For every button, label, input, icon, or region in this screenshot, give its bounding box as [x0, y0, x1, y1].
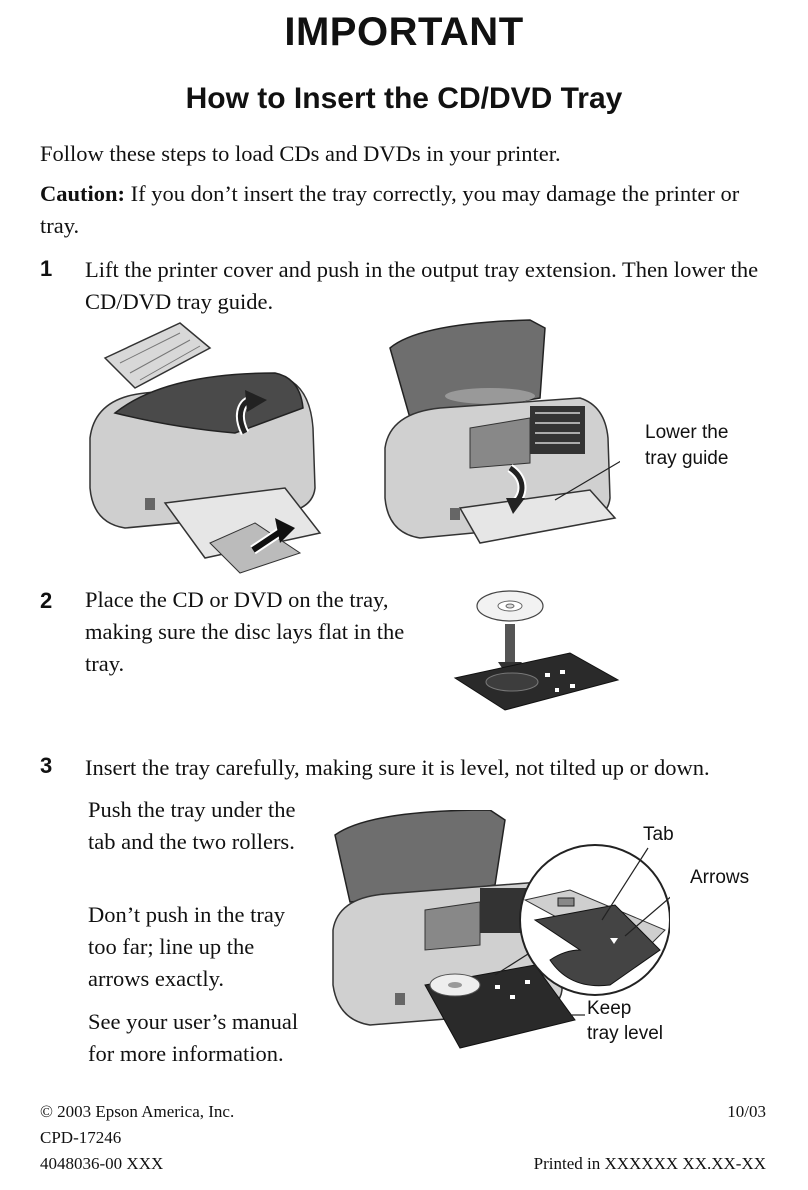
callout-tray-guide-line1: Lower the: [645, 422, 729, 443]
page-title: IMPORTANT: [284, 10, 524, 54]
step-3-number: 3: [40, 753, 53, 778]
footer-date: 10/03: [727, 1102, 766, 1121]
tray-insertion-illustration: [332, 810, 670, 1049]
step-2-number: 2: [40, 588, 53, 613]
printer-tray-guide-illustration: [384, 319, 620, 544]
footer-doc-code: CPD-17246: [40, 1128, 122, 1147]
intro-text: Follow these steps to load CDs and DVDs …: [40, 141, 561, 166]
step-1-text: Lift the printer cover and push in the o…: [85, 257, 759, 314]
step-3-note-1: Push the tray under the tab and the two …: [88, 797, 296, 854]
caution-label: Caution:: [40, 181, 126, 206]
step-1-number: 1: [40, 256, 53, 281]
step-2-text: Place the CD or DVD on the tray, making …: [85, 587, 405, 676]
step-3-note-2: Don’t push in the tray too far; line up …: [88, 902, 286, 991]
callout-tray-guide-line2: tray guide: [645, 448, 729, 469]
footer-printed-in: Printed in XXXXXX XX.XX-XX: [533, 1154, 766, 1173]
caution-text: If you don’t insert the tray correctly, …: [40, 181, 740, 238]
disc-on-tray-illustration: [453, 590, 620, 711]
callout-arrows: Arrows: [690, 867, 750, 888]
page-subtitle: How to Insert the CD/DVD Tray: [185, 82, 623, 115]
step-3-text: Insert the tray carefully, making sure i…: [85, 755, 710, 780]
callout-tab: Tab: [643, 824, 674, 845]
footer-part-number: 4048036-00 XXX: [40, 1154, 164, 1173]
printer-open-cover-illustration: [89, 322, 322, 574]
footer-copyright: © 2003 Epson America, Inc.: [40, 1102, 235, 1121]
callout-keep-line1: Keep: [587, 998, 632, 1019]
callout-keep-line2: tray level: [587, 1023, 664, 1044]
step-3-note-3: See your user’s manual for more informat…: [88, 1009, 299, 1066]
caution-paragraph: Caution: If you don’t insert the tray co…: [40, 178, 740, 242]
